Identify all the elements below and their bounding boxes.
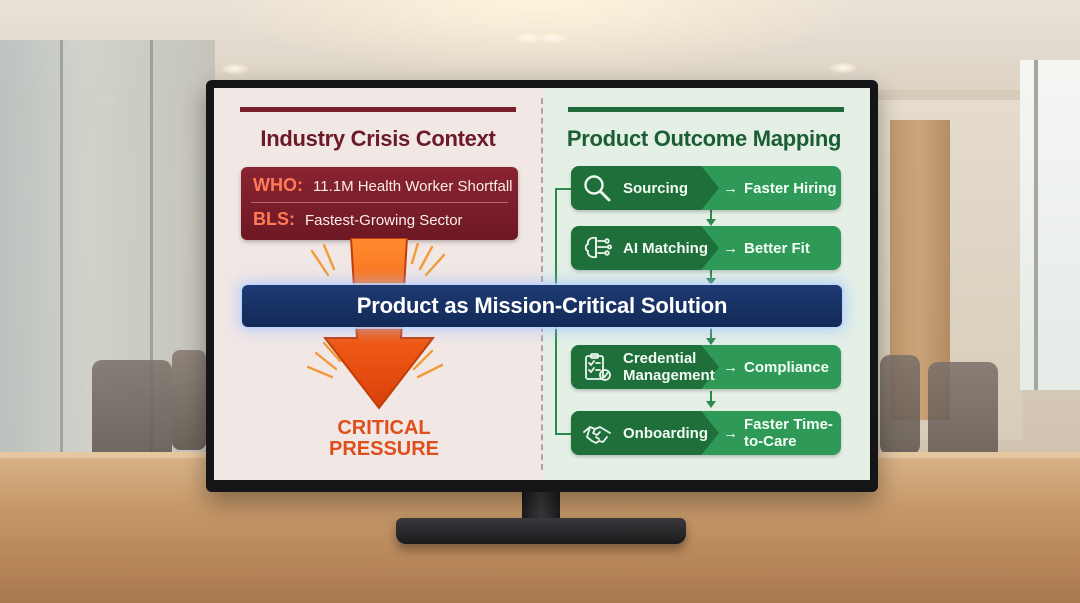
glass-mullion bbox=[60, 40, 63, 470]
flow-step-label: AI Matching bbox=[623, 239, 708, 257]
handshake-icon bbox=[583, 426, 611, 444]
flow-step-label: Sourcing bbox=[623, 179, 689, 197]
glass-mullion bbox=[150, 40, 153, 470]
downlight bbox=[222, 64, 248, 74]
flow-step-credential-management: Credential Management → Compliance bbox=[571, 345, 841, 389]
right-arrow-icon: → bbox=[723, 358, 738, 376]
flow-step-result-text: Faster Hiring bbox=[744, 179, 837, 197]
outcome-title: Product Outcome Mapping bbox=[566, 126, 842, 151]
flow-connector bbox=[710, 210, 712, 222]
monitor-screen: Industry Crisis Context Product Outcome … bbox=[214, 88, 870, 480]
flow-step-result-text: Better Fit bbox=[744, 239, 810, 257]
right-arrow-icon: → bbox=[723, 179, 738, 197]
crisis-title: Industry Crisis Context bbox=[260, 126, 496, 151]
flow-arrow-icon bbox=[706, 401, 716, 408]
flow-arrow-icon bbox=[706, 338, 716, 345]
pressure-line-2: PRESSURE bbox=[328, 438, 440, 460]
critical-pressure-label: CRITICAL PRESSURE bbox=[274, 418, 494, 460]
crisis-row-who: WHO: 11.1M Health Worker Shortfall bbox=[253, 175, 513, 196]
crisis-key: BLS: bbox=[253, 209, 295, 229]
window-frame bbox=[1034, 60, 1038, 390]
flow-connector bbox=[710, 391, 712, 403]
flow-step-result: → Faster Time-to-Care bbox=[723, 411, 841, 455]
flow-connector bbox=[710, 270, 712, 280]
crisis-separator bbox=[251, 202, 508, 203]
crisis-title-rule bbox=[240, 107, 516, 112]
flow-step-label-bg bbox=[571, 411, 719, 455]
outcome-title-rule bbox=[568, 107, 844, 112]
right-arrow-icon: → bbox=[723, 424, 738, 442]
flow-connector bbox=[710, 328, 712, 340]
flow-step-result: → Better Fit bbox=[723, 226, 841, 270]
flow-step-onboarding: Onboarding → Faster Time-to-Care bbox=[571, 411, 841, 455]
brain-circuit-icon bbox=[584, 236, 612, 259]
flow-step-sourcing: Sourcing → Faster Hiring bbox=[571, 166, 841, 210]
monitor-base bbox=[396, 518, 686, 544]
chair bbox=[880, 355, 920, 455]
flow-step-result-text: Faster Time-to-Care bbox=[744, 416, 833, 450]
flow-step-result: → Compliance bbox=[723, 345, 841, 389]
downlight bbox=[516, 33, 542, 43]
flow-step-label: Onboarding bbox=[623, 424, 708, 442]
crisis-key: WHO: bbox=[253, 175, 303, 195]
pressure-line-1: CRITICAL bbox=[337, 417, 431, 439]
window bbox=[1020, 60, 1080, 390]
flow-step-label-bg bbox=[571, 345, 719, 389]
flow-step-result-text: Compliance bbox=[744, 358, 830, 376]
panel-divider bbox=[541, 98, 543, 470]
mission-critical-banner: Product as Mission-Critical Solution bbox=[242, 285, 842, 327]
flow-arrow-icon bbox=[706, 278, 716, 285]
right-arrow-icon: → bbox=[723, 239, 738, 257]
flow-step-label-bg bbox=[571, 166, 719, 210]
flow-connector bbox=[555, 433, 571, 435]
downlight bbox=[540, 33, 566, 43]
chair bbox=[92, 360, 172, 460]
flow-step-result: → Faster Hiring bbox=[723, 166, 841, 210]
magnifier-icon bbox=[584, 175, 611, 202]
chair bbox=[172, 350, 206, 450]
crisis-facts-box: WHO: 11.1M Health Worker Shortfall BLS: … bbox=[241, 167, 518, 240]
downlight bbox=[830, 63, 856, 73]
crisis-row-bls: BLS: Fastest-Growing Sector bbox=[253, 209, 463, 230]
flow-arrow-icon bbox=[706, 219, 716, 226]
crisis-value: 11.1M Health Worker Shortfall bbox=[312, 178, 513, 195]
checklist-icon bbox=[585, 353, 611, 381]
flow-step-ai-matching: AI Matching → Better Fit bbox=[571, 226, 841, 270]
flow-connector bbox=[555, 188, 571, 190]
flow-step-label: Credential Management bbox=[623, 350, 715, 384]
crisis-value: Fastest-Growing Sector bbox=[305, 212, 463, 229]
banner-text: Product as Mission-Critical Solution bbox=[356, 293, 728, 318]
